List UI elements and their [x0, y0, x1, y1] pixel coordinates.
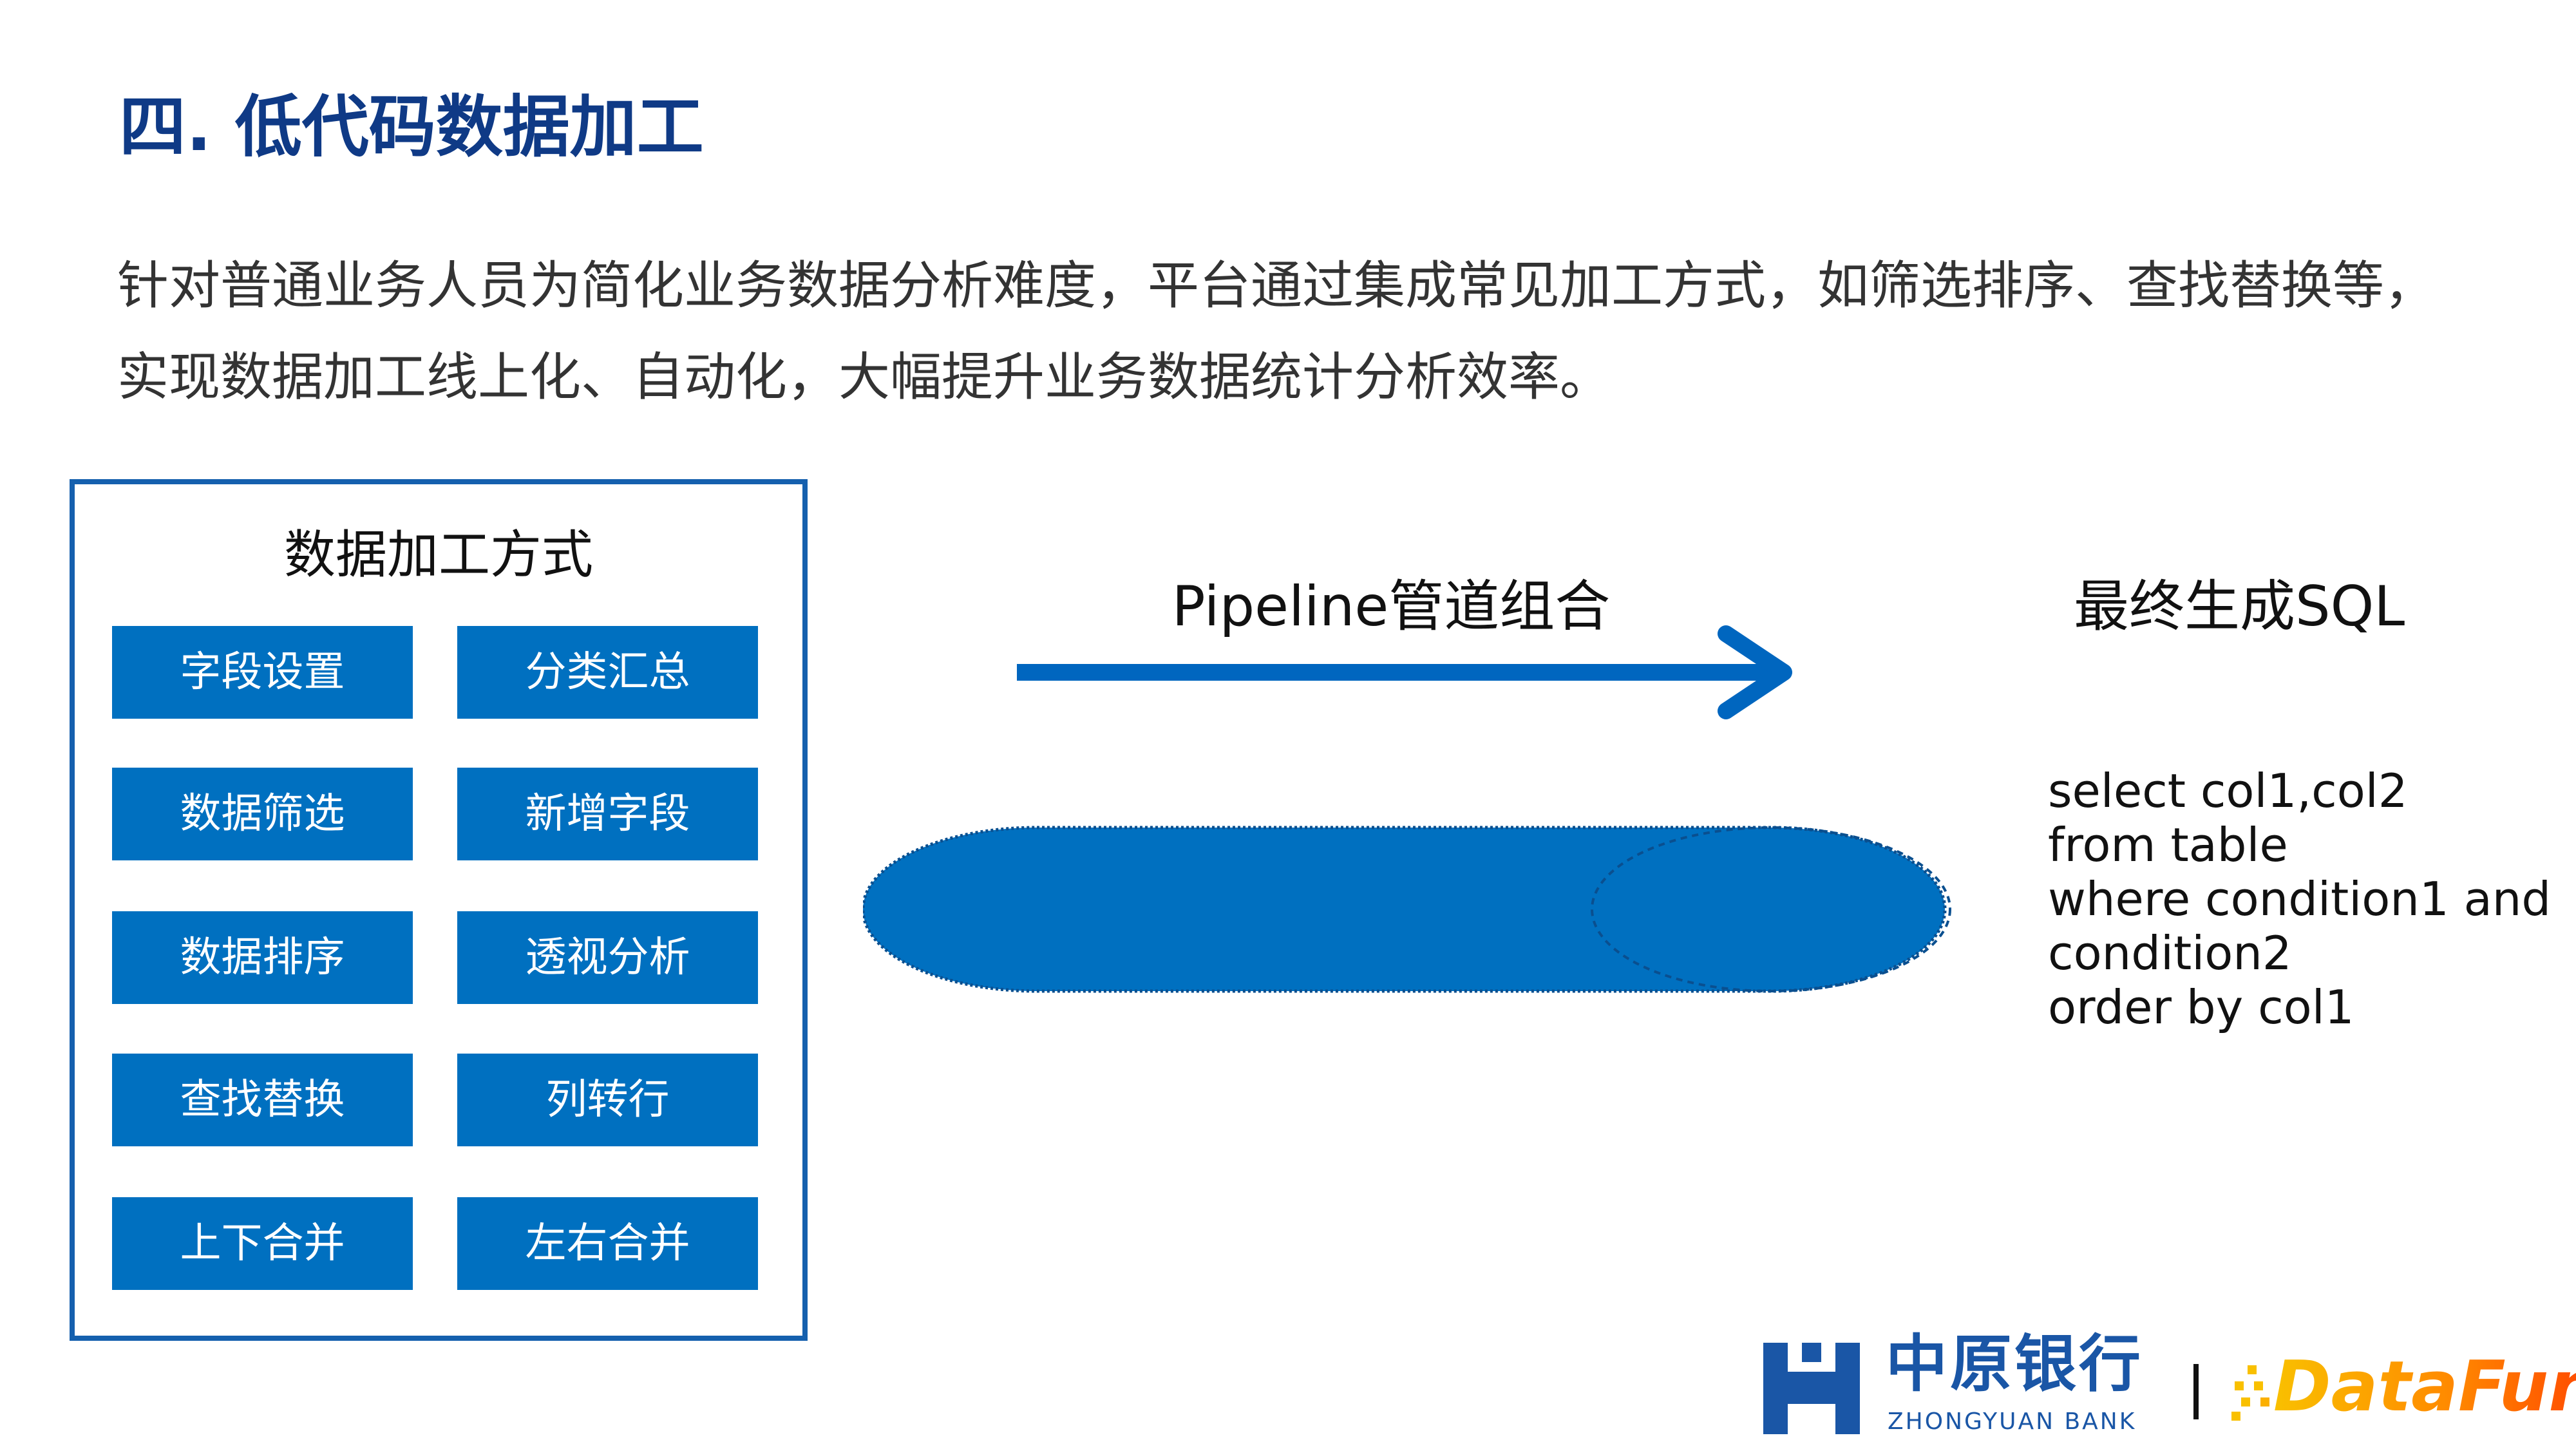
- method-button[interactable]: 左右合并: [457, 1197, 758, 1290]
- method-button[interactable]: 数据排序: [112, 911, 413, 1004]
- right-arrow-icon: [1017, 625, 1792, 719]
- sql-line: where condition1 and: [2048, 872, 2552, 926]
- bank-name-en: ZHONGYUAN BANK: [1888, 1408, 2137, 1435]
- datafun-dots-icon: [2231, 1365, 2269, 1421]
- bank-name: 中原银行: [1886, 1328, 2143, 1400]
- pipeline-label: Pipeline管道组合: [1171, 574, 1611, 639]
- method-button[interactable]: 新增字段: [457, 768, 758, 860]
- pipeline-cylinder: [863, 826, 1951, 993]
- sql-line: order by col1: [2048, 980, 2354, 1034]
- zhongyuan-bank-logo-icon: [1763, 1343, 1860, 1434]
- logo-divider: [2193, 1364, 2199, 1419]
- method-button[interactable]: 上下合并: [112, 1197, 413, 1290]
- page-title: 四. 低代码数据加工: [119, 88, 704, 166]
- method-button[interactable]: 分类汇总: [457, 626, 758, 719]
- sql-line: from table: [2048, 818, 2288, 872]
- method-button[interactable]: 透视分析: [457, 911, 758, 1004]
- datafun-logo: DataFun.: [2273, 1349, 2576, 1426]
- description-line-2: 实现数据加工线上化、自动化，大幅提升业务数据统计分析效率。: [117, 347, 1611, 407]
- sql-code: select col1,col2 from table where condit…: [2048, 764, 2551, 1034]
- method-button[interactable]: 字段设置: [112, 626, 413, 719]
- method-button[interactable]: 数据筛选: [112, 768, 413, 860]
- sql-line: condition2: [2048, 926, 2292, 980]
- methods-title: 数据加工方式: [284, 525, 593, 585]
- method-button[interactable]: 查找替换: [112, 1054, 413, 1146]
- sql-line: select col1,col2: [2048, 764, 2408, 818]
- methods-panel: [70, 479, 808, 1341]
- method-button[interactable]: 列转行: [457, 1054, 758, 1146]
- description-line-1: 针对普通业务人员为简化业务数据分析难度，平台通过集成常见加工方式，如筛选排序、查…: [117, 256, 2436, 316]
- sql-label: 最终生成SQL: [2074, 574, 2405, 639]
